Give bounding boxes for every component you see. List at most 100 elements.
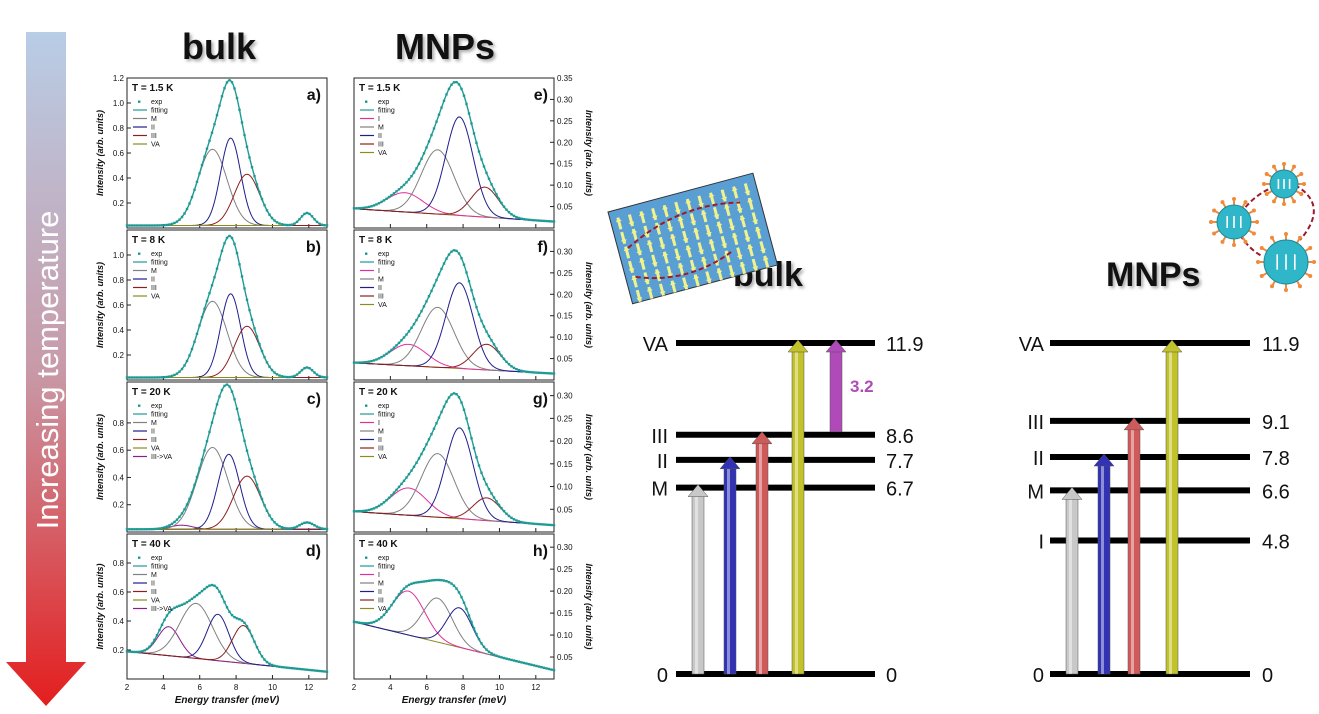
- exp-point: [360, 621, 363, 625]
- legend-entry: fitting: [378, 412, 395, 419]
- exp-point: [258, 490, 261, 494]
- exp-point: [545, 371, 548, 375]
- exp-point: [367, 508, 371, 512]
- transition-arrow-to-ii: [719, 456, 741, 675]
- exp-point: [397, 188, 401, 191]
- panel-label: a): [307, 87, 321, 104]
- legend-entry: exp: [151, 555, 162, 562]
- spin-arrow-head: [636, 297, 643, 302]
- exp-point: [258, 190, 261, 194]
- spin-arrow-head: [705, 278, 712, 284]
- spin-arrow-head: [662, 251, 669, 257]
- spin-arrow-head: [744, 190, 751, 196]
- x-axis-label: Energy transfer (meV): [402, 695, 507, 706]
- exp-point: [417, 457, 421, 460]
- exp-point: [400, 590, 403, 593]
- exp-point: [138, 528, 141, 531]
- exp-point: [235, 407, 239, 411]
- exp-point: [163, 618, 166, 622]
- spin-arrow-head: [670, 280, 676, 286]
- exp-point: [467, 614, 471, 617]
- x-tick-label: 8: [234, 683, 239, 692]
- spin-arrow-head: [747, 244, 754, 250]
- exp-point: [133, 224, 136, 227]
- exp-point: [253, 174, 256, 178]
- nanoparticle: [1262, 162, 1306, 206]
- exp-point: [180, 367, 184, 371]
- exp-point: [507, 658, 511, 661]
- exp-point: [472, 297, 476, 301]
- exp-point: [220, 388, 224, 392]
- exp-point: [360, 206, 363, 210]
- exp-point: [542, 219, 546, 223]
- exp-point: [325, 527, 329, 531]
- exp-point: [392, 491, 396, 494]
- exp-point: [540, 665, 543, 669]
- exp-point: [395, 344, 398, 347]
- exp-point: [195, 475, 199, 479]
- spin-arrow-head: [646, 240, 653, 246]
- spin-arrow-head: [755, 226, 761, 232]
- exp-point: [522, 370, 526, 373]
- level-label-iii: III: [651, 426, 668, 448]
- spin-arrow-head: [752, 219, 759, 225]
- exp-point: [198, 172, 201, 175]
- legend-entry: fitting: [151, 564, 168, 571]
- level-value-m: 6.7: [886, 479, 914, 501]
- exp-point: [280, 526, 284, 529]
- exp-point: [432, 578, 436, 582]
- exp-point: [392, 346, 396, 349]
- exp-point: [243, 287, 246, 290]
- exp-point: [245, 449, 249, 452]
- exp-point: [220, 249, 224, 253]
- exp-point: [178, 604, 181, 607]
- exp-point: [290, 375, 294, 378]
- exp-point: [547, 220, 551, 223]
- exp-point: [537, 219, 541, 222]
- level-label-i: I: [1038, 531, 1044, 553]
- exp-point: [422, 448, 426, 451]
- exp-point: [298, 667, 301, 671]
- exp-point: [467, 280, 471, 283]
- exp-point: [465, 271, 468, 274]
- exp-point: [532, 219, 536, 222]
- y-tick-label: 0.30: [557, 543, 573, 552]
- exp-point: [253, 640, 256, 643]
- exp-point: [535, 664, 538, 668]
- legend-entry: M: [151, 420, 157, 427]
- exp-point: [260, 497, 264, 501]
- exp-point: [313, 669, 316, 672]
- exp-point: [310, 368, 314, 372]
- exp-point: [470, 620, 473, 624]
- exp-point: [382, 501, 386, 504]
- transition-arrow-to-m: [687, 484, 709, 675]
- exp-point: [313, 218, 316, 221]
- exp-point: [295, 220, 299, 224]
- legend-entry: I: [378, 116, 380, 123]
- exp-point: [303, 367, 306, 370]
- spin-arrow-head: [752, 265, 759, 271]
- exp-point: [320, 223, 324, 226]
- exp-point: [190, 491, 194, 494]
- exp-point: [515, 519, 518, 522]
- y-tick-label: 0.6: [113, 446, 125, 455]
- spin-arrow-head: [739, 215, 746, 221]
- exp-point: [382, 613, 386, 617]
- exp-point: [148, 527, 151, 531]
- y-tick-label: 1.0: [113, 99, 125, 108]
- x-tick-label: 6: [425, 683, 430, 692]
- legend-entry: III: [151, 133, 157, 140]
- exp-point: [487, 650, 491, 653]
- exp-point: [505, 360, 508, 364]
- exp-point: [525, 218, 528, 221]
- exp-point: [323, 670, 326, 673]
- spin-arrow-head: [620, 239, 627, 244]
- exp-point: [492, 496, 496, 499]
- exp-point: [130, 650, 134, 654]
- exp-point: [527, 662, 531, 666]
- exp-point: [315, 373, 319, 376]
- exp-point: [263, 355, 266, 359]
- exp-point: [275, 523, 279, 526]
